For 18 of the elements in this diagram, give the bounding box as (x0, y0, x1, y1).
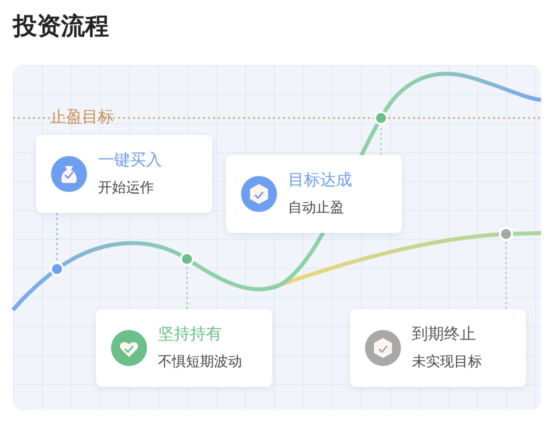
callout-card (350, 309, 526, 387)
step-title: 到期终止 (412, 324, 476, 345)
step-description: 自动止盈 (288, 199, 344, 217)
step-title: 一键买入 (98, 150, 162, 171)
leader-line (186, 266, 188, 309)
step-description: 不惧短期波动 (158, 353, 242, 371)
step-description: 开始运作 (98, 179, 154, 197)
page-title: 投资流程 (13, 11, 109, 42)
step-title: 目标达成 (288, 170, 352, 191)
callout-card (36, 135, 212, 213)
leader-line (380, 125, 382, 155)
step-title: 坚持持有 (158, 324, 222, 345)
leader-line (505, 241, 507, 309)
leader-line (56, 213, 58, 262)
callout-card (226, 155, 402, 233)
step-description: 未实现目标 (412, 353, 482, 371)
target-label: 止盈目标 (49, 107, 115, 128)
callout-card (96, 309, 272, 387)
